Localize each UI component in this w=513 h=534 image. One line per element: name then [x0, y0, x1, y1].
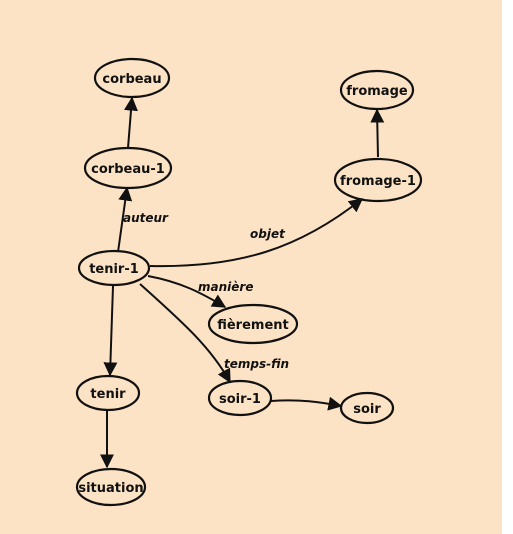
node-soir-1: soir-1	[207, 379, 273, 417]
nodes: corbeau corbeau-1 fromage fromage-1 teni…	[75, 57, 423, 507]
node-label-corbeau-1: corbeau-1	[91, 162, 165, 177]
edge-tenir1-fromage1	[149, 198, 364, 268]
node-tenir: tenir	[75, 374, 141, 412]
node-fromage: fromage	[339, 69, 415, 111]
edge-label-maniere: manière	[198, 280, 253, 294]
edge-label-auteur: auteur	[123, 211, 169, 225]
edge-tenir1-corbeau1	[117, 186, 133, 253]
edge-label-temps-fin: temps-fin	[224, 357, 289, 371]
edge-fromage1-fromage	[370, 108, 385, 158]
node-label-fromage-1: fromage-1	[340, 174, 416, 189]
node-situation: situation	[75, 467, 147, 507]
edge-label-objet: objet	[250, 227, 286, 241]
node-label-tenir-1: tenir-1	[89, 262, 139, 277]
node-label-corbeau: corbeau	[102, 72, 161, 87]
node-label-soir-1: soir-1	[219, 392, 261, 407]
edge-corbeau1-corbeau	[124, 96, 138, 149]
edge-tenir1-tenir	[103, 285, 118, 377]
edge-tenir1-soir1	[139, 283, 231, 384]
node-label-soir: soir	[353, 402, 381, 417]
node-fierement: fièrement	[207, 303, 299, 345]
node-tenir-1: tenir-1	[77, 249, 151, 287]
node-label-situation: situation	[78, 481, 143, 496]
edge-tenir1-fierement	[147, 275, 227, 308]
edge-labels: auteur objet manière temps-fin	[123, 211, 289, 371]
page-margin	[502, 0, 513, 534]
node-label-tenir: tenir	[90, 387, 126, 402]
node-soir: soir	[339, 391, 395, 425]
node-corbeau-1: corbeau-1	[83, 146, 173, 190]
edge-soir1-soir	[270, 396, 343, 411]
node-corbeau: corbeau	[93, 57, 171, 99]
edges	[100, 96, 385, 469]
node-label-fromage: fromage	[346, 84, 408, 99]
node-label-fierement: fièrement	[217, 318, 289, 333]
node-fromage-1: fromage-1	[333, 157, 423, 203]
